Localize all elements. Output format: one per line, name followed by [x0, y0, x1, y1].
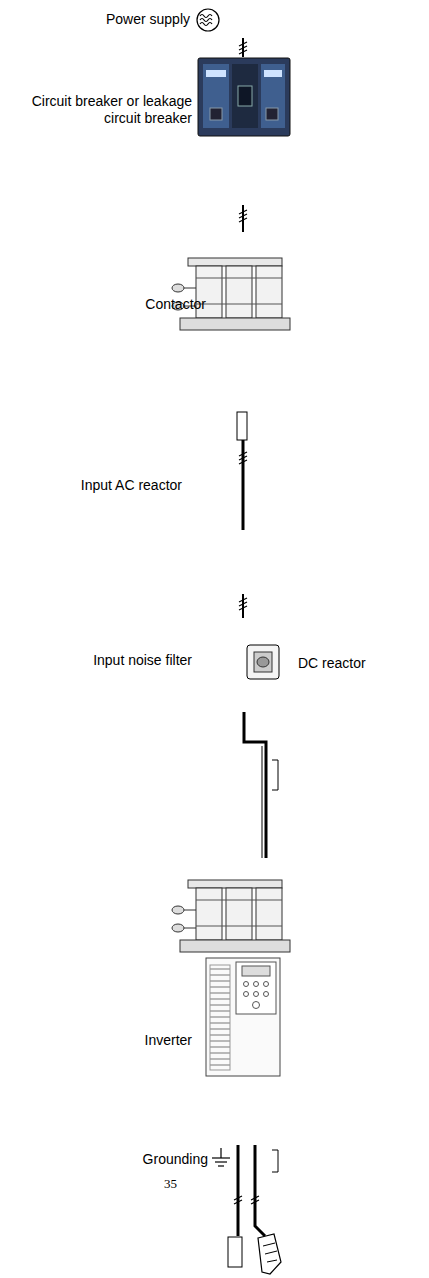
dc-reactor-picture: [254, 652, 272, 672]
ac-reactor-picture: [239, 452, 247, 464]
ground-symbol: [215, 1161, 227, 1162]
output-wiring-picture: [237, 1145, 240, 1236]
inverter-picture: [264, 982, 269, 987]
power-supply-symbol: [200, 23, 212, 26]
circuit-breaker-picture: [261, 64, 285, 128]
circuit-breaker-picture: [266, 108, 278, 120]
power-supply-symbol: [197, 9, 219, 31]
part-label: Circuit breaker or leakage circuit break…: [22, 93, 192, 127]
circuit-breaker-picture: [264, 70, 282, 77]
output-reactor-picture: [172, 880, 290, 952]
page-number: 35: [164, 1175, 177, 1192]
wire: [242, 594, 244, 618]
output-wiring-picture: [255, 1145, 265, 1236]
circuit-breaker-picture: [206, 70, 226, 77]
inverter-picture: [210, 965, 230, 1070]
dc-reactor-picture: [257, 657, 269, 667]
ac-reactor-picture: [237, 412, 247, 440]
inverter-picture: [254, 992, 259, 997]
ground-symbol: [212, 1157, 230, 1158]
ac-reactor-picture: [237, 412, 247, 530]
output-wiring-picture: [263, 1243, 277, 1262]
power-supply-symbol: [200, 19, 212, 22]
inverter-picture: [242, 966, 270, 976]
circuit-breaker-picture: [210, 108, 222, 120]
wire: [239, 210, 247, 222]
output-wiring-picture: [228, 1145, 281, 1274]
circuit-breaker-picture: [238, 86, 252, 106]
part-label: Input noise filter: [93, 652, 192, 669]
inverter-picture: [236, 962, 276, 1014]
wire: [244, 712, 266, 858]
wire: [239, 598, 247, 610]
part-label: Grounding: [143, 1151, 208, 1168]
output-wiring-picture: [272, 1150, 278, 1172]
circuit-breaker-picture: [198, 58, 290, 136]
wire: [242, 205, 244, 232]
ground-symbol: [220, 1148, 221, 1158]
power-supply-symbol: [200, 15, 212, 18]
wire: [239, 594, 247, 618]
part-label: Power supply: [106, 11, 190, 28]
inverter-picture: [253, 1002, 260, 1009]
circuit-breaker-picture: [203, 64, 229, 128]
part-label: Inverter: [145, 1032, 192, 1049]
part-label: DC reactor: [298, 655, 366, 672]
ground-symbol: [218, 1165, 224, 1166]
power-supply-symbol: [197, 9, 219, 31]
circuit-breaker-picture: [198, 58, 290, 136]
ground-symbol: [212, 1148, 230, 1166]
inverter-picture: [206, 958, 280, 1076]
inverter-picture: [206, 958, 280, 1076]
wire: [272, 760, 278, 790]
wire: [239, 42, 247, 54]
part-label: Input AC reactor: [81, 477, 182, 494]
inverter-picture: [264, 992, 269, 997]
contactor-picture: [172, 258, 290, 330]
inverter-picture: [254, 982, 259, 987]
wire: [239, 38, 247, 57]
output-wiring-picture: [234, 1196, 259, 1204]
wire: [262, 746, 263, 858]
dc-reactor-picture: [247, 645, 279, 679]
output-wiring-picture: [258, 1234, 281, 1274]
part-label: Contactor: [145, 296, 206, 313]
circuit-breaker-picture: [232, 64, 258, 128]
dc-reactor-picture: [247, 645, 279, 679]
inverter-picture: [244, 992, 249, 997]
inverter-picture: [244, 982, 249, 987]
output-wiring-picture: [228, 1237, 242, 1267]
wire: [244, 712, 278, 858]
wire: [239, 205, 247, 232]
